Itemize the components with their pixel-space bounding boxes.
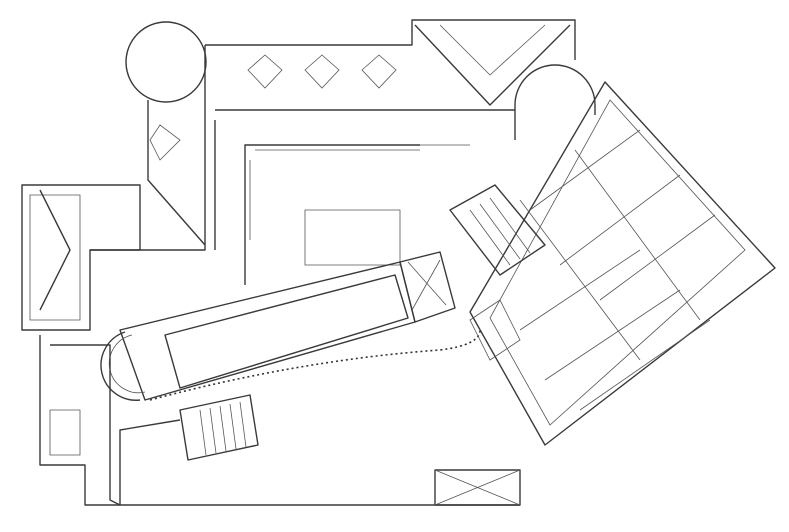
entrance-arch xyxy=(514,64,596,140)
round-tower xyxy=(125,21,207,246)
chapel xyxy=(100,251,481,401)
north-range xyxy=(90,19,576,251)
south-boundary xyxy=(39,335,521,506)
east-wing xyxy=(449,81,776,446)
courtyard xyxy=(244,144,470,285)
west-wing xyxy=(21,184,141,331)
south-stair xyxy=(179,394,259,461)
